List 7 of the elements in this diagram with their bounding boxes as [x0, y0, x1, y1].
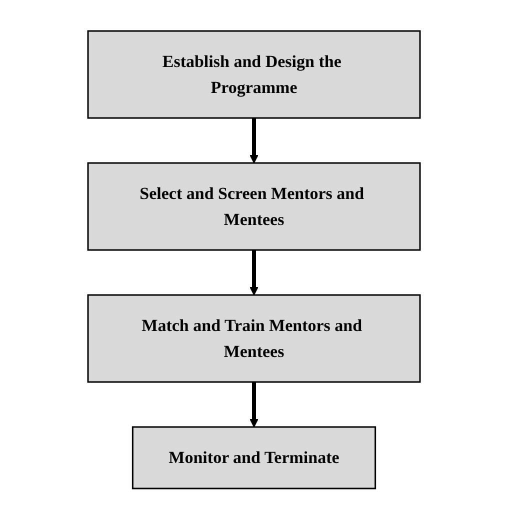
node-box: Monitor and Terminate: [132, 426, 376, 490]
arrow: [250, 250, 258, 296]
node-box: Establish and Design the Programme: [87, 30, 421, 119]
arrow: [250, 382, 258, 428]
node-box: Select and Screen Mentors and Mentees: [87, 162, 421, 251]
arrow: [250, 118, 258, 164]
node-box: Match and Train Mentors and Mentees: [87, 294, 421, 383]
